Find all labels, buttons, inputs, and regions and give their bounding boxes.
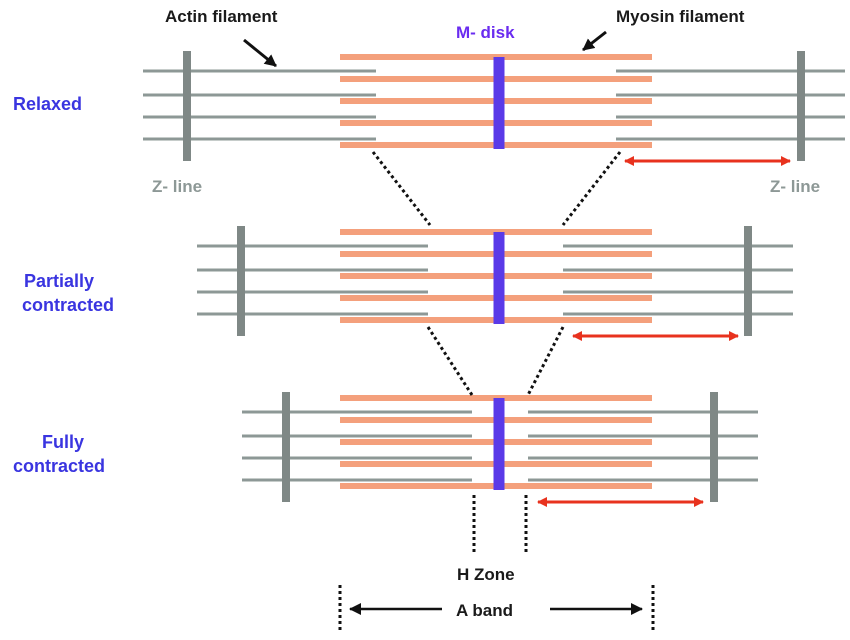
h-zone-label: H Zone	[457, 565, 515, 584]
dotted-connector-1	[371, 151, 432, 226]
state-label-partially-contracted: Partially contracted	[22, 271, 114, 315]
myosin-filament-label: Myosin filament	[616, 7, 745, 26]
actin-filament-label: Actin filament	[165, 7, 278, 26]
dotted-connectors	[371, 151, 622, 396]
sarcomere-relaxed	[143, 51, 845, 166]
state-label-fully-contracted: Fully contracted	[13, 432, 105, 476]
a-band-label: A band	[456, 601, 513, 620]
dotted-connector-3	[426, 326, 474, 396]
sarcomere-rows	[143, 51, 845, 507]
dotted-connector-4	[526, 326, 565, 396]
z-line-right-label: Z- line	[770, 177, 820, 196]
m-disk-label: M- disk	[456, 23, 515, 42]
state-label-relaxed: Relaxed	[13, 94, 82, 114]
actin-pointer-arrow	[243, 38, 277, 68]
sarcomere-partially-contracted	[197, 226, 793, 341]
sarcomere-fully-contracted	[242, 392, 758, 507]
dotted-connector-2	[561, 151, 622, 226]
myosin-pointer-arrow	[582, 30, 607, 52]
z-line-left-label: Z- line	[152, 177, 202, 196]
